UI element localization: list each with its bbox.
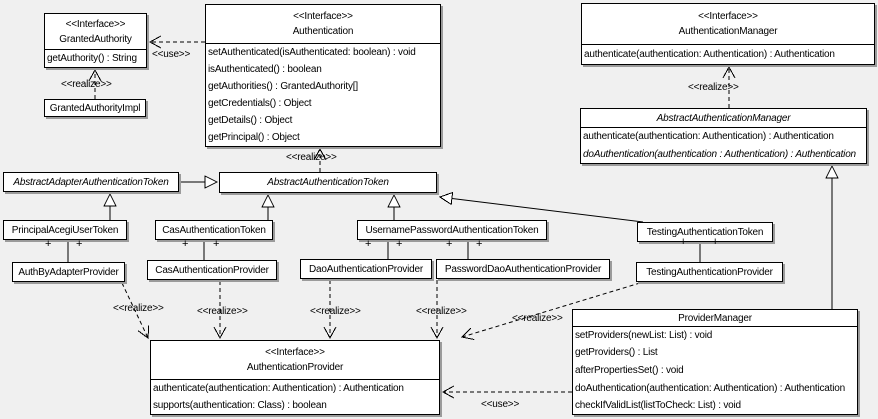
use-label: <<use>> [481, 399, 520, 410]
class-name: TestingAuthenticationToken [646, 226, 764, 238]
realize-label: <<realize>> [310, 306, 361, 317]
stereotype-label: <<Interface>> [65, 18, 126, 30]
class-box-abstract-authentication-manager[interactable]: AbstractAuthenticationManager authentica… [580, 108, 867, 164]
method-label: getAuthority() : String [47, 53, 137, 64]
class-box-cas-authentication-token[interactable]: CasAuthenticationToken [155, 220, 273, 240]
method-label: supports(authentication: Class) : boolea… [153, 400, 327, 412]
class-box-cas-authentication-provider[interactable]: CasAuthenticationProvider [147, 260, 277, 280]
class-name: PasswordDaoAuthenticationProvider [444, 263, 602, 275]
method-label: authenticate(authentication: Authenticat… [583, 131, 834, 142]
class-title: <<Interface>> AuthenticationProvider [151, 341, 439, 380]
realize-label: <<realize>> [197, 306, 248, 317]
class-name: AuthenticationProvider [246, 362, 344, 373]
class-box-testing-authentication-token[interactable]: TestingAuthenticationToken [637, 222, 773, 242]
association-end-plus: + [213, 238, 220, 250]
class-name: UsernamePasswordAuthenticationToken [365, 224, 539, 236]
class-name: DaoAuthenticationProvider [309, 263, 423, 275]
class-box-authentication-provider[interactable]: <<Interface>> AuthenticationProvider aut… [150, 340, 440, 415]
association-end-plus: + [446, 238, 453, 250]
association-end-plus: + [45, 238, 52, 250]
class-name: AbstractAuthenticationManager [656, 112, 791, 124]
association-end-plus: + [712, 236, 719, 248]
class-name: ProviderManager [678, 312, 752, 324]
edge-realize-testingprovider-authprovider [461, 282, 641, 341]
method-label: doAuthentication(authentication: Authent… [575, 382, 845, 394]
association-end-plus: + [396, 238, 403, 250]
class-name: TestingAuthenticationProvider [646, 266, 773, 278]
class-title: AbstractAuthenticationManager [581, 109, 866, 128]
class-name: AbstractAuthenticationToken [267, 177, 389, 188]
method-label: checkIfValidList(listToCheck: List) : vo… [575, 400, 741, 412]
association-end-plus: + [76, 238, 83, 250]
method-label: getProviders() : List [575, 347, 658, 359]
stereotype-label: <<Interface>> [265, 347, 325, 358]
realize-label: <<realize>> [113, 303, 164, 314]
association-end-plus: + [476, 238, 483, 250]
class-box-auth-by-adapter-provider[interactable]: AuthByAdapterProvider [12, 262, 125, 282]
edge-realize-authbyadapter-authprovider [121, 282, 150, 339]
method-label: getCredentials() : Object [208, 98, 312, 110]
edge-generalization-testingtoken-abstracttoken [438, 191, 644, 223]
method-label: getDetails() : Object [208, 115, 293, 127]
class-name: AbstractAdapterAuthenticationToken [13, 176, 169, 188]
class-name: CasAuthenticationProvider [155, 264, 269, 276]
class-box-granted-authority-impl[interactable]: GrantedAuthorityImpl [44, 99, 146, 117]
class-title: <<Interface>> Authentication [206, 5, 440, 44]
method-label: doAuthentication(authentication : Authen… [583, 149, 856, 160]
method-label: isAuthenticated() : boolean [208, 63, 322, 75]
class-box-provider-manager[interactable]: ProviderManager setProviders(newList: Li… [572, 309, 858, 415]
class-box-authentication-manager[interactable]: <<Interface>> AuthenticationManager auth… [581, 3, 875, 65]
class-name: AuthenticationManager [678, 26, 778, 37]
realize-label: <<realize>> [286, 152, 337, 163]
class-box-dao-authentication-provider[interactable]: DaoAuthenticationProvider [300, 259, 432, 279]
realize-label: <<realize>> [512, 313, 563, 324]
class-name: Authentication [292, 26, 354, 37]
class-box-abstract-authentication-token[interactable]: AbstractAuthenticationToken [219, 172, 437, 193]
method-label: setProviders(newList: List) : void [575, 329, 713, 341]
class-box-abstract-adapter-authentication-token[interactable]: AbstractAdapterAuthenticationToken [3, 172, 179, 192]
association-end-plus: + [182, 238, 189, 250]
method-label: setAuthenticated(isAuthenticated: boolea… [208, 46, 416, 58]
class-name: CasAuthenticationToken [162, 224, 266, 236]
class-name: PrincipalAcegiUserToken [11, 224, 119, 236]
class-box-username-password-authentication-token[interactable]: UsernamePasswordAuthenticationToken [357, 220, 547, 240]
class-box-authentication[interactable]: <<Interface>> Authentication setAuthenti… [205, 4, 441, 147]
realize-label: <<realize>> [61, 79, 112, 90]
class-box-granted-authority[interactable]: <<Interface>> GrantedAuthority getAuthor… [44, 13, 147, 68]
class-box-password-dao-authentication-provider[interactable]: PasswordDaoAuthenticationProvider [436, 259, 610, 279]
realize-label: <<realize>> [688, 82, 739, 93]
method-label: getAuthorities() : GrantedAuthority[] [208, 80, 358, 92]
method-label: authenticate(authentication: Authenticat… [153, 382, 404, 394]
class-box-principal-acegi-user-token[interactable]: PrincipalAcegiUserToken [3, 220, 127, 240]
use-label: <<use>> [152, 49, 191, 60]
method-label: authenticate(authentication: Authenticat… [584, 49, 835, 60]
class-title: <<Interface>> GrantedAuthority [45, 14, 146, 50]
class-name: AuthByAdapterProvider [18, 266, 119, 278]
class-title: <<Interface>> AuthenticationManager [582, 4, 874, 45]
stereotype-label: <<Interface>> [698, 11, 758, 22]
realize-label: <<realize>> [416, 306, 467, 317]
association-end-plus: + [365, 238, 372, 250]
class-title: ProviderManager [573, 310, 857, 327]
association-end-plus: + [680, 236, 687, 248]
method-label: getPrincipal() : Object [208, 132, 300, 144]
class-name: GrantedAuthorityImpl [49, 102, 141, 114]
class-box-testing-authentication-provider[interactable]: TestingAuthenticationProvider [636, 262, 783, 282]
method-label: afterPropertiesSet() : void [575, 364, 684, 376]
stereotype-label: <<Interface>> [293, 11, 353, 22]
class-name: GrantedAuthority [59, 33, 132, 45]
